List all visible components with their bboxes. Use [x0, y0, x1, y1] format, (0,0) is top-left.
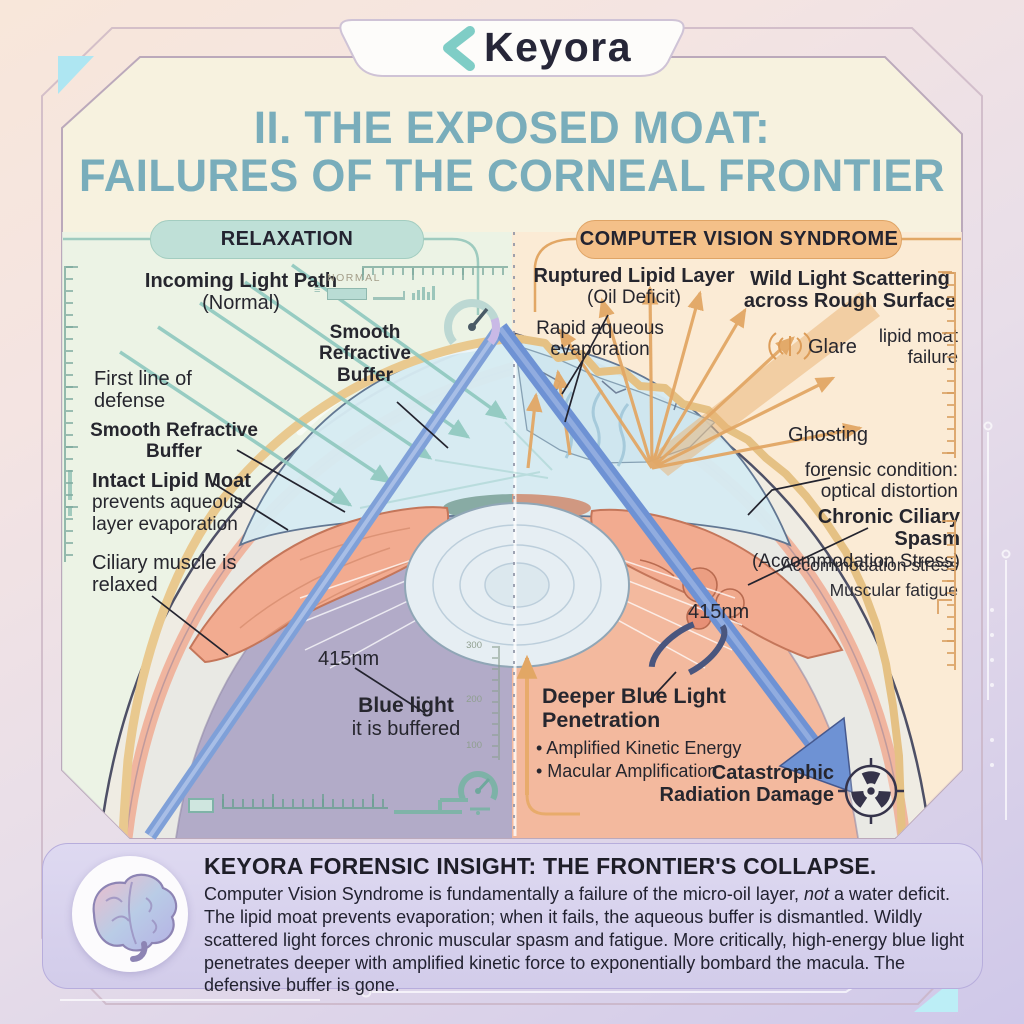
- label-bullet-macular: • Macular Amplification: [536, 761, 718, 781]
- insight-panel: [42, 843, 983, 989]
- label-wavelength-right: 415nm: [688, 601, 750, 623]
- label-blue-light: Blue light it is buffered: [326, 694, 486, 740]
- ruptured-title: Ruptured Lipid Layer: [533, 265, 735, 287]
- label-forensic-condition: forensic condition: optical distortion: [804, 460, 958, 503]
- blue-light-sub: it is buffered: [351, 717, 461, 740]
- lipid-layer-ruptured: [514, 334, 906, 838]
- label-intact-lipid-moat: Intact Lipid Moat prevents aqueous layer…: [92, 470, 270, 535]
- header-computer-vision-syndrome: COMPUTER VISION SYNDROME: [576, 220, 902, 259]
- header-relaxation: RELAXATION: [150, 220, 424, 259]
- brain-icon: [92, 873, 178, 962]
- dot: [476, 811, 480, 815]
- bottom-ruler: [222, 792, 388, 809]
- corner-triangle-top-left: [58, 56, 94, 94]
- label-bullet-kinetic: • Amplified Kinetic Energy: [536, 738, 742, 758]
- glare-icon: [768, 332, 812, 360]
- label-ghosting: Ghosting: [788, 424, 869, 446]
- insight-body-emphasis: not: [803, 884, 829, 904]
- label-first-line-of-defense: First line of defense: [94, 368, 192, 413]
- outer-frame: [41, 27, 983, 1012]
- logo-tab: [339, 19, 685, 77]
- label-smooth-buffer-mid: Smooth Refractive Buffer: [90, 420, 258, 463]
- left-edge-ruler: [64, 266, 80, 562]
- scattered-light-arrows: [525, 285, 880, 476]
- refracted-light-lines: [359, 421, 553, 509]
- title-line-2: FAILURES OF THE CORNEAL FRONTIER: [79, 149, 945, 201]
- scale-tick-100: 100: [466, 740, 482, 751]
- brand-name: Keyora: [484, 24, 633, 70]
- right-edge-ruler-top: [940, 272, 956, 458]
- keyora-logo-icon: [434, 24, 475, 73]
- spasm-sub: (Accommodation Stress): [751, 550, 960, 572]
- blue-light-title: Blue light: [358, 694, 454, 717]
- right-edge-ruler-bottom: [940, 520, 956, 670]
- meter-trigram-icon: ≡: [314, 284, 321, 296]
- spasm-title: Chronic Ciliary Spasm: [817, 506, 960, 551]
- header-brackets: [63, 237, 961, 315]
- glare-beam: [648, 292, 880, 476]
- label-wavelength-left: 415nm: [318, 648, 380, 670]
- label-smooth-buffer-top: Smooth Refractive Buffer: [319, 322, 411, 386]
- label-ruptured-lipid: Ruptured Lipid Layer (Oil Deficit): [528, 265, 740, 309]
- blue-beam-arrowhead: [778, 716, 853, 794]
- lens: [404, 502, 630, 668]
- step-shape: [394, 798, 468, 814]
- blue-light-beam: [144, 323, 853, 840]
- mini-bar-chart-icon: [412, 284, 435, 300]
- label-rapid-evaporation: Rapid aqueous evaporation: [536, 318, 664, 361]
- incoming-light-arrows: [119, 263, 508, 507]
- ruler-cartridge-icon: [188, 798, 214, 813]
- intact-lipid-sub: prevents aqueous layer evaporation: [92, 492, 244, 535]
- scale-tick-300: 300: [466, 640, 482, 651]
- insight-body: Computer Vision Syndrome is fundamentall…: [204, 883, 976, 997]
- meter-baseline: [373, 297, 403, 300]
- label-deeper-penetration: Deeper Blue Light Penetration: [542, 684, 726, 733]
- circuit-traces-bottom: [60, 421, 1011, 1001]
- label-catastrophic-damage: Catastrophic Radiation Damage: [659, 762, 834, 807]
- ruptured-sub: (Oil Deficit): [587, 287, 681, 309]
- intact-lipid-title: Intact Lipid Moat: [92, 470, 251, 492]
- amplification-arrow: [516, 654, 580, 816]
- gauge-dial-top: [444, 299, 500, 345]
- title-line-1: II. THE EXPOSED MOAT:: [253, 102, 771, 153]
- mini-scale-ruler: [486, 646, 500, 760]
- insight-body-part2: a water deficit. The lipid moat prevents…: [204, 884, 965, 996]
- gauge-dial-bottom: [458, 771, 498, 811]
- kinetic-swirl: [648, 617, 728, 683]
- insight-heading: KEYORA FORENSIC INSIGHT: THE FRONTIER'S …: [204, 853, 877, 879]
- incoming-light-sub: (Normal): [202, 292, 280, 315]
- page-title: II. THE EXPOSED MOAT: FAILURES OF THE CO…: [15, 104, 1008, 199]
- insight-body-part1: Computer Vision Syndrome is fundamentall…: [204, 884, 804, 904]
- label-glare: Glare: [808, 336, 857, 358]
- label-wild-scattering: Wild Light Scattering across Rough Surfa…: [743, 268, 957, 313]
- top-mini-ruler: [362, 266, 508, 281]
- radiation-icon: [838, 758, 904, 824]
- meter-end-tick: [403, 291, 405, 300]
- label-accommodation-stress: Accommodation stress: [780, 555, 958, 575]
- brain-icon-circle: [72, 856, 188, 972]
- label-incoming-light: Incoming Light Path (Normal): [128, 270, 354, 315]
- label-muscular-fatigue: Muscular fatigue: [829, 580, 958, 600]
- label-ciliary-relaxed: Ciliary muscle is relaxed: [92, 552, 237, 597]
- scale-tick-200: 200: [466, 694, 482, 705]
- incoming-light-title: Incoming Light Path: [144, 270, 338, 292]
- meter-bar: [327, 288, 367, 300]
- leader-lines: [151, 314, 869, 714]
